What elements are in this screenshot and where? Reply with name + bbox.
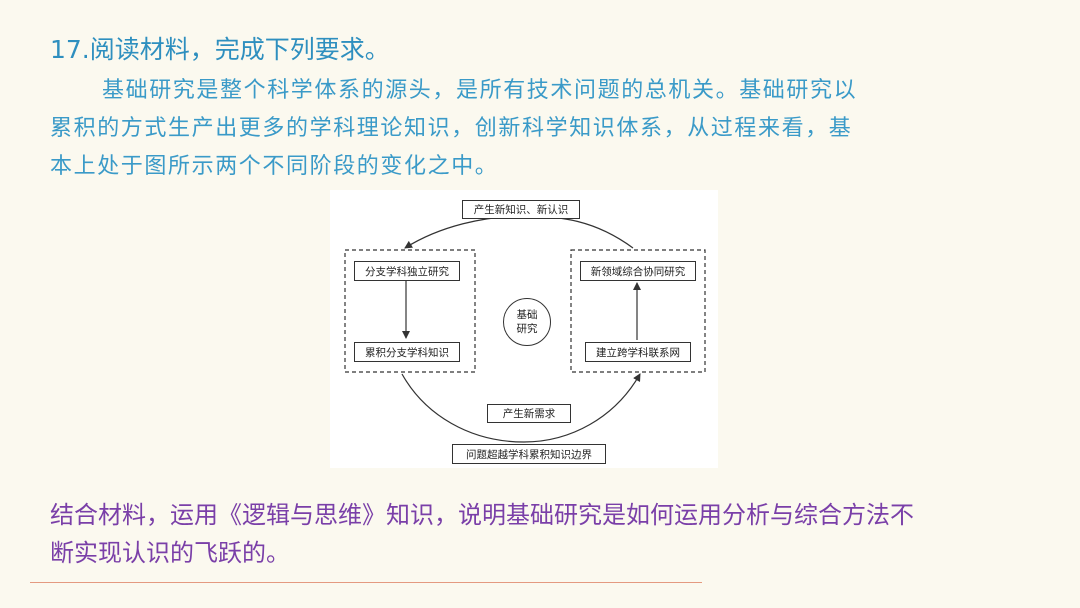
right-group-frame: [570, 249, 706, 373]
middle-bottom-box: 产生新需求: [487, 404, 571, 423]
bottom-arc-arrow: [401, 373, 641, 443]
divider-line: [30, 582, 702, 583]
passage-line: 累积的方式生产出更多的学科理论知识，创新科学知识体系，从过程来看，基: [50, 116, 853, 141]
top-arc-arrow: [404, 215, 634, 249]
center-label-line2: 研究: [516, 323, 538, 335]
reading-passage: 基础研究是整个科学体系的源头，是所有技术问题的总机关。基础研究以 累积的方式生产…: [50, 72, 980, 186]
passage-line: 本上处于图所示两个不同阶段的变化之中。: [50, 154, 499, 179]
bottom-label-box: 问题超越学科累积知识边界: [452, 444, 606, 464]
center-label-line1: 基础: [516, 309, 538, 321]
left-top-box: 分支学科独立研究: [354, 261, 460, 281]
left-group-frame: [344, 249, 476, 373]
top-label-box: 产生新知识、新认识: [462, 200, 580, 219]
research-cycle-diagram: 产生新知识、新认识 分支学科独立研究 累积分支学科知识 新领域综合协同研究 建立…: [330, 190, 718, 468]
passage-line: 基础研究是整个科学体系的源头，是所有技术问题的总机关。基础研究以: [102, 78, 858, 103]
diagram-connectors: [344, 215, 706, 443]
question-title: 17.阅读材料，完成下列要求。: [50, 35, 390, 64]
task-line: 断实现认识的飞跃的。: [50, 539, 290, 567]
center-node: 基础 研究: [503, 298, 551, 346]
left-bottom-box: 累积分支学科知识: [354, 342, 460, 362]
task-prompt: 结合材料，运用《逻辑与思维》知识，说明基础研究是如何运用分析与综合方法不 断实现…: [50, 496, 1040, 572]
right-top-box: 新领域综合协同研究: [580, 261, 696, 281]
right-bottom-box: 建立跨学科联系网: [585, 342, 691, 362]
task-line: 结合材料，运用《逻辑与思维》知识，说明基础研究是如何运用分析与综合方法不: [50, 501, 914, 529]
